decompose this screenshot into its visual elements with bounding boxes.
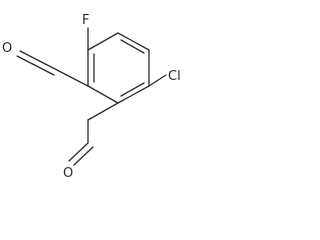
oxygen-label-bottom: O xyxy=(63,166,73,181)
ring-bond-c2-c3 xyxy=(117,32,150,51)
molecule-structure: F Cl O O xyxy=(0,0,197,189)
oxygen-label-top: O xyxy=(2,41,12,56)
ring-bond-c3-c3-inner xyxy=(120,39,145,54)
ring-bond-c5-c6 xyxy=(87,85,119,104)
ring-bond-c4-c5 xyxy=(117,85,150,104)
ring-bond-c1-c2 xyxy=(87,32,119,51)
chlorine-label: Cl xyxy=(168,69,181,84)
bond-aldehyde-top-double-a xyxy=(19,50,58,71)
ring-bond-c4-c5-inner xyxy=(120,82,145,97)
fluorine-label: F xyxy=(82,13,89,28)
bond-aldehyde-bottom-double-b xyxy=(73,146,94,166)
bond-ring-aldehyde-bottom xyxy=(87,102,119,121)
bond-aldehyde-bottom-double-a xyxy=(68,142,89,162)
bond-carbon-chlorine xyxy=(148,74,167,87)
bond-aldehyde-top-double-b xyxy=(16,55,55,76)
bond-ring-aldehyde-top xyxy=(56,69,89,87)
